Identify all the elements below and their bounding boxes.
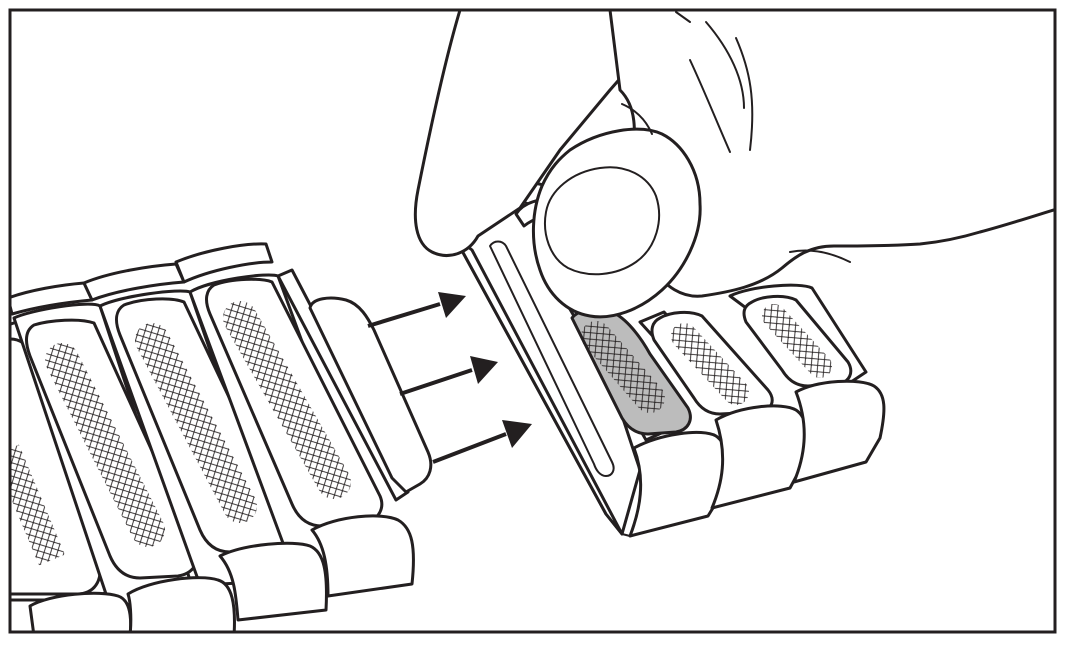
right-arrow-icon (399, 356, 498, 396)
right-module-column-2 (638, 310, 774, 432)
hand-finger-icon (413, 10, 1055, 319)
left-module-connector-tab (308, 296, 433, 494)
right-module-foot-3 (792, 379, 886, 484)
left-pad-hatch-2 (135, 323, 257, 523)
left-module-foot-1 (28, 591, 133, 632)
right-pad-hatch-2 (671, 323, 749, 405)
insertion-arrows (367, 292, 532, 464)
left-pad-hatch-1 (45, 343, 165, 547)
hand-thumbnail (544, 166, 661, 276)
right-cartridge-module (452, 181, 886, 538)
right-module-column-1 (558, 284, 692, 442)
right-arrow-icon (432, 420, 532, 464)
right-pad-hatch-3 (762, 304, 832, 378)
left-pad-hatch-0 (10, 444, 65, 566)
left-module-foot-2 (126, 576, 236, 632)
left-module-foot-3 (218, 541, 328, 622)
left-cartridge-module (10, 242, 433, 632)
right-arrow-icon (367, 292, 466, 328)
hand-index-finger (413, 10, 682, 257)
hand-knuckle-crease (705, 21, 745, 109)
left-module-column-1 (12, 302, 200, 608)
left-module-top-cap-3 (174, 242, 274, 284)
left-pad-hatch-3 (223, 301, 351, 499)
border-frame (8, 8, 1057, 634)
right-pad-hatch-1 (581, 321, 665, 413)
left-module-foot-4 (310, 514, 415, 598)
right-module-column-3 (728, 283, 868, 388)
right-module-end-plate-slot (489, 240, 615, 477)
